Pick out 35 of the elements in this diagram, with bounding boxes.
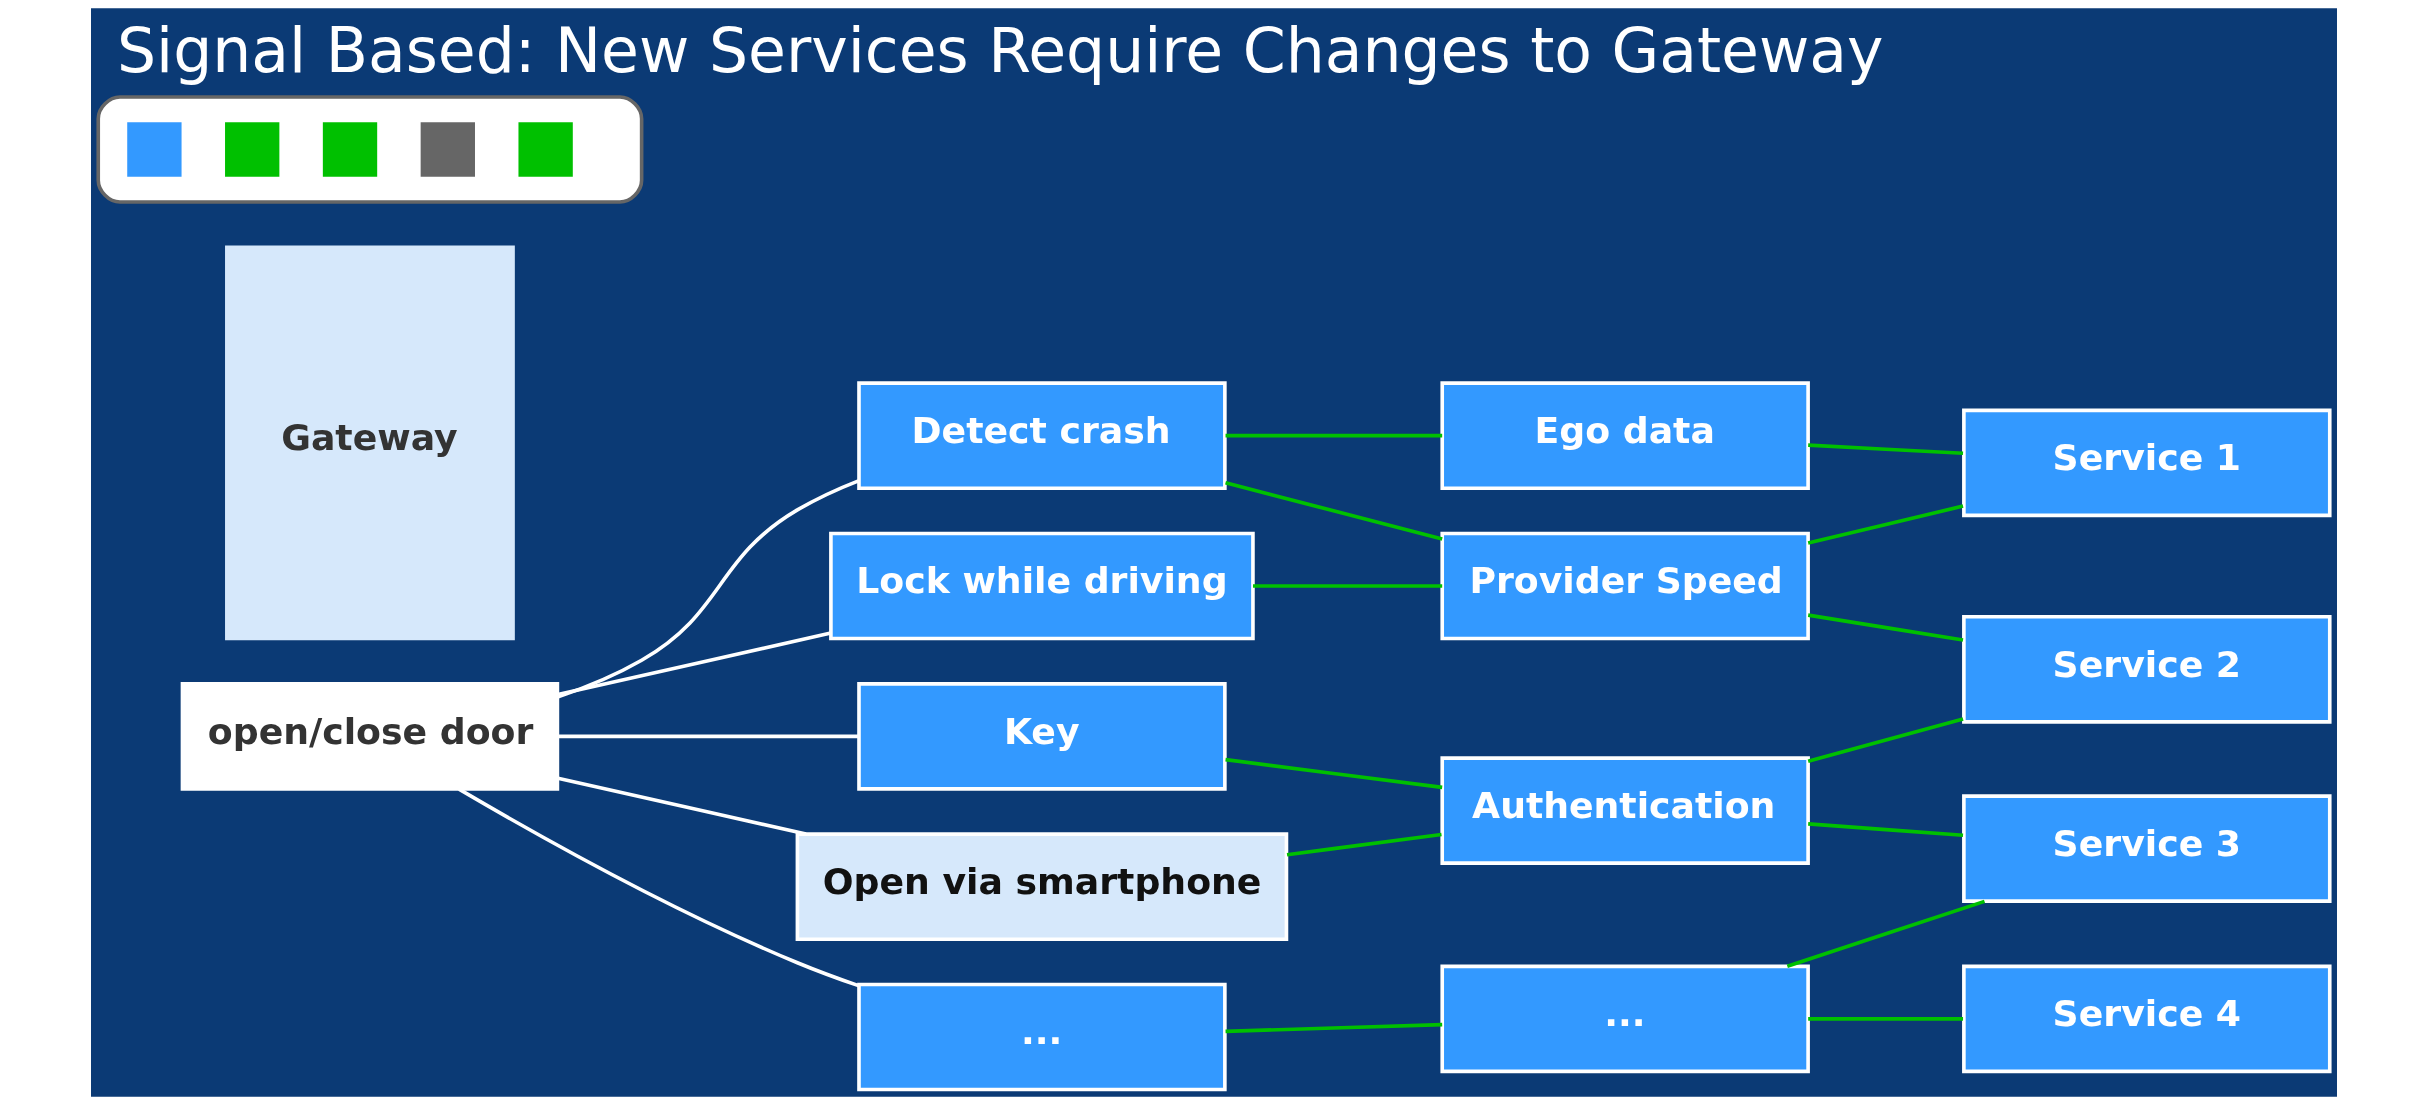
- connector: [1786, 899, 1985, 968]
- node-box: Ego data: [1439, 381, 1810, 490]
- connector: [1807, 443, 1963, 456]
- node-box: Detect crash: [856, 381, 1227, 490]
- diagram-title: Signal Based: New Services Require Changes to Gateway: [116, 14, 1884, 87]
- connector: [557, 631, 831, 697]
- node-picture: [95, 95, 643, 204]
- node-box: Gateway: [224, 245, 515, 641]
- connector: [557, 776, 806, 836]
- connector: [1224, 757, 1442, 790]
- node-box: Authentication: [1439, 756, 1810, 865]
- connector: [1286, 832, 1442, 857]
- node-box: Key: [856, 682, 1227, 791]
- node-box: Open via smartphone: [795, 832, 1288, 941]
- connector: [457, 787, 859, 988]
- node-box: open/close door: [180, 682, 559, 791]
- connector: [1807, 504, 1963, 545]
- node-box: ...: [1439, 964, 1810, 1074]
- connector: [1225, 1022, 1442, 1034]
- connector: [557, 734, 859, 739]
- connector: [1224, 481, 1443, 541]
- node-box: Service 2: [1961, 615, 2332, 724]
- connector: [1807, 717, 1963, 763]
- node-box: Service 1: [1961, 408, 2332, 518]
- connector: [1807, 613, 1963, 642]
- connector: [1225, 433, 1442, 438]
- node-box: Service 4: [1961, 964, 2332, 1074]
- connector: [1807, 822, 1963, 838]
- node-box: Lock while driving: [828, 531, 1255, 641]
- connector: [1807, 1017, 1963, 1021]
- node-box: Provider Speed: [1439, 531, 1810, 641]
- node-box: Service 3: [1961, 794, 2332, 903]
- connector: [1252, 584, 1442, 588]
- node-box: ...: [856, 982, 1227, 1092]
- connector: [556, 479, 859, 699]
